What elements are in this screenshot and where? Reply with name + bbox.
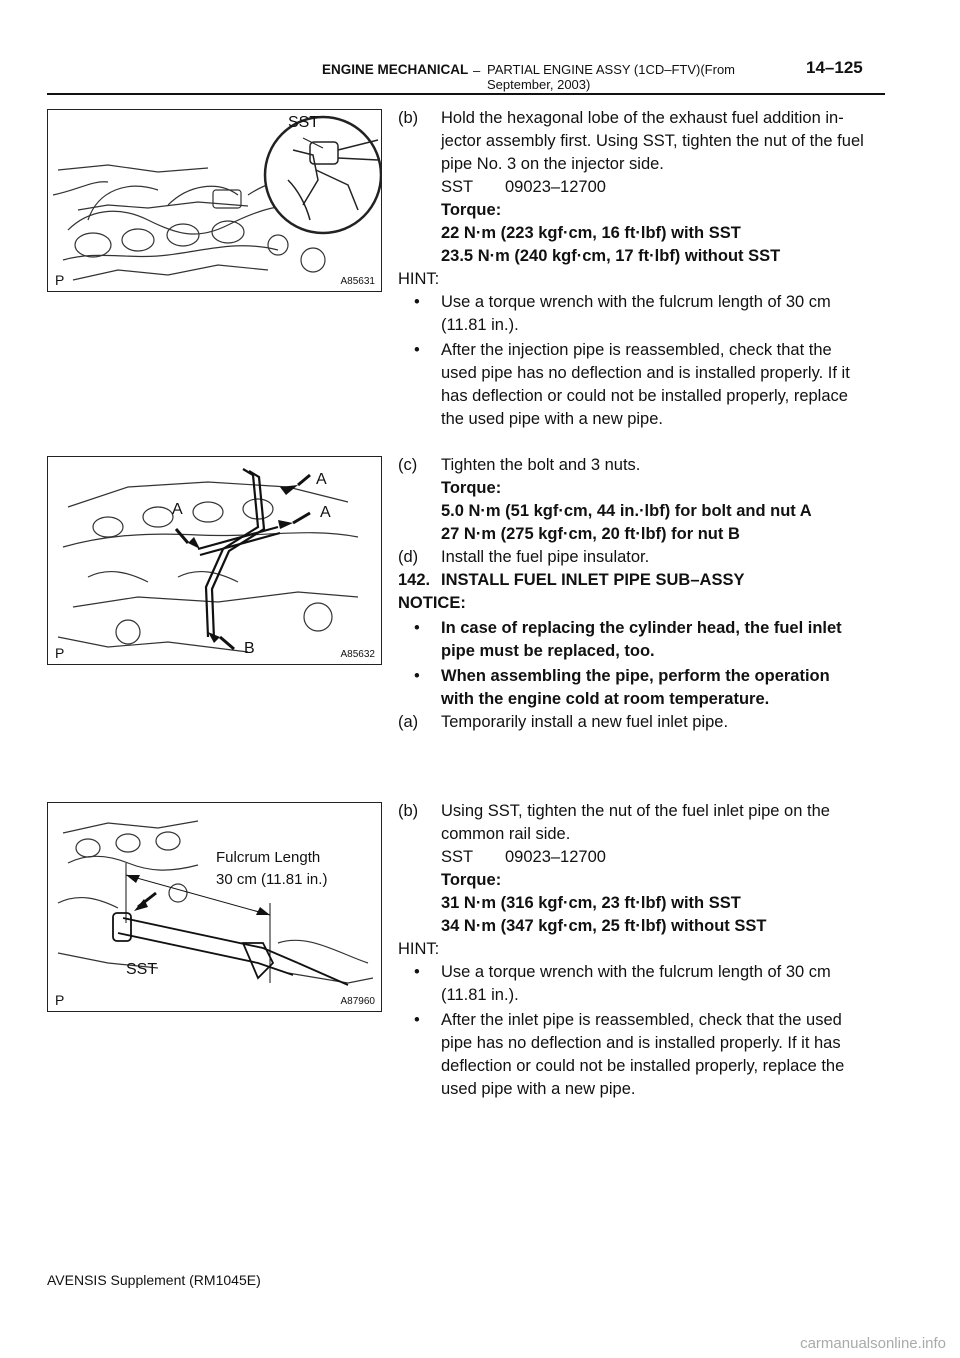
header-rule — [47, 93, 885, 95]
hint-bullet-cont: the used pipe with a new pipe. — [441, 410, 663, 428]
hint-bullet-cont: used pipe with a new pipe. — [441, 1080, 636, 1098]
step-b1-line1: Hold the hexagonal lobe of the exhaust f… — [441, 109, 844, 127]
step-142-marker: 142. — [398, 571, 431, 589]
hint-label: HINT: — [398, 940, 440, 958]
step-b1-marker: (b) — [398, 109, 419, 127]
figure-corner-mark: P — [55, 992, 65, 1008]
torque-spec: 23.5 N·m (240 kgf·cm, 17 ft·lbf) without… — [441, 247, 781, 265]
notice-bullet: In case of replacing the cylinder head, … — [441, 619, 842, 637]
figure-code: A87960 — [340, 996, 375, 1007]
bullet-icon — [414, 339, 420, 362]
figure-a85631: SST P A85631 — [47, 109, 382, 292]
hint-bullet-cont: (11.81 in.). — [441, 986, 519, 1004]
figure-corner-mark: P — [55, 645, 65, 661]
bullet-icon — [414, 1009, 420, 1032]
label-nut-a-top: A — [316, 471, 327, 488]
section-title: ENGINE MECHANICAL — [322, 62, 469, 77]
engine-illustration-2 — [57, 468, 359, 653]
hint-bullet: Use a torque wrench with the fulcrum len… — [441, 963, 831, 981]
hint-bullet: After the injection pipe is reassembled,… — [441, 341, 832, 359]
notice-bullet-cont: pipe must be replaced, too. — [441, 642, 655, 660]
torque-label: Torque: — [441, 479, 502, 497]
bullet-icon — [414, 617, 420, 640]
figure-code: A85631 — [340, 276, 375, 287]
label-sst: SST — [288, 114, 320, 131]
torque-label: Torque: — [441, 201, 502, 219]
hint-bullet: Use a torque wrench with the fulcrum len… — [441, 293, 831, 311]
step-a-marker: (a) — [398, 713, 419, 731]
step-b2-marker: (b) — [398, 802, 419, 820]
torque-label: Torque: — [441, 871, 502, 889]
torque-spec: 34 N·m (347 kgf·cm, 25 ft·lbf) without S… — [441, 917, 767, 935]
sst-label: SST — [441, 848, 474, 866]
bullet-icon — [414, 665, 420, 688]
figure-a85632: A A A B P A85632 — [47, 456, 382, 665]
label-nut-a-right: A — [320, 504, 331, 521]
label-nut-a-left: A — [172, 501, 183, 518]
hint-bullet-cont: pipe has no deflection and is installed … — [441, 1034, 841, 1052]
figure-a87960: Fulcrum Length 30 cm (11.81 in.) SST P A… — [47, 802, 382, 1012]
hint-bullet: After the inlet pipe is reassembled, che… — [441, 1011, 842, 1029]
torque-spec: 31 N·m (316 kgf·cm, 23 ft·lbf) with SST — [441, 894, 741, 912]
sst-number: 09023–12700 — [505, 178, 606, 196]
step-b2-line2: common rail side. — [441, 825, 571, 843]
step-c-text: Tighten the bolt and 3 nuts. — [441, 456, 641, 474]
sst-number: 09023–12700 — [505, 848, 606, 866]
watermark: carmanualsonline.info — [800, 1335, 946, 1352]
hint-label: HINT: — [398, 270, 440, 288]
step-d-text: Install the fuel pipe insulator. — [441, 548, 650, 566]
hint-bullet-cont: (11.81 in.). — [441, 316, 519, 334]
fulcrum-length-label: Fulcrum Length — [216, 849, 321, 866]
page-number: 14–125 — [806, 58, 863, 77]
hint-bullet-cont: used pipe has no deflection and is insta… — [441, 364, 850, 382]
footer-text: AVENSIS Supplement (RM1045E) — [47, 1272, 261, 1288]
notice-label: NOTICE: — [398, 594, 466, 612]
step-c-marker: (c) — [398, 456, 418, 474]
torque-wrench-illustration — [57, 820, 374, 986]
hint-bullet-cont: deflection or could not be installed pro… — [441, 1057, 845, 1075]
label-sst: SST — [126, 961, 158, 978]
notice-bullet: When assembling the pipe, perform the op… — [441, 667, 830, 685]
step-b2-line1: Using SST, tighten the nut of the fuel i… — [441, 802, 830, 820]
torque-spec: 5.0 N·m (51 kgf·cm, 44 in.·lbf) for bolt… — [441, 502, 812, 520]
engine-illustration-1 — [52, 115, 381, 281]
sst-label: SST — [441, 178, 474, 196]
step-d-marker: (d) — [398, 548, 419, 566]
step-a-text: Temporarily install a new fuel inlet pip… — [441, 713, 729, 731]
header-dash: – — [473, 63, 481, 78]
hint-bullet-cont: has deflection or could not be installed… — [441, 387, 848, 405]
step-b1-line3: pipe No. 3 on the injector side. — [441, 155, 664, 173]
figure-corner-mark: P — [55, 272, 65, 288]
bullet-icon — [414, 961, 420, 984]
bullet-icon — [414, 291, 420, 314]
label-nut-b: B — [244, 640, 255, 657]
subsection-title: PARTIAL ENGINE ASSY (1CD–FTV)(From Septe… — [487, 62, 736, 92]
step-b1-line2: jector assembly first. Using SST, tighte… — [441, 132, 864, 150]
notice-bullet-cont: with the engine cold at room temperature… — [441, 690, 770, 708]
step-142-title: INSTALL FUEL INLET PIPE SUB–ASSY — [441, 571, 745, 589]
torque-spec: 22 N·m (223 kgf·cm, 16 ft·lbf) with SST — [441, 224, 741, 242]
figure-code: A85632 — [340, 649, 375, 660]
torque-spec: 27 N·m (275 kgf·cm, 20 ft·lbf) for nut B — [441, 525, 740, 543]
fulcrum-length-value: 30 cm (11.81 in.) — [216, 871, 328, 888]
